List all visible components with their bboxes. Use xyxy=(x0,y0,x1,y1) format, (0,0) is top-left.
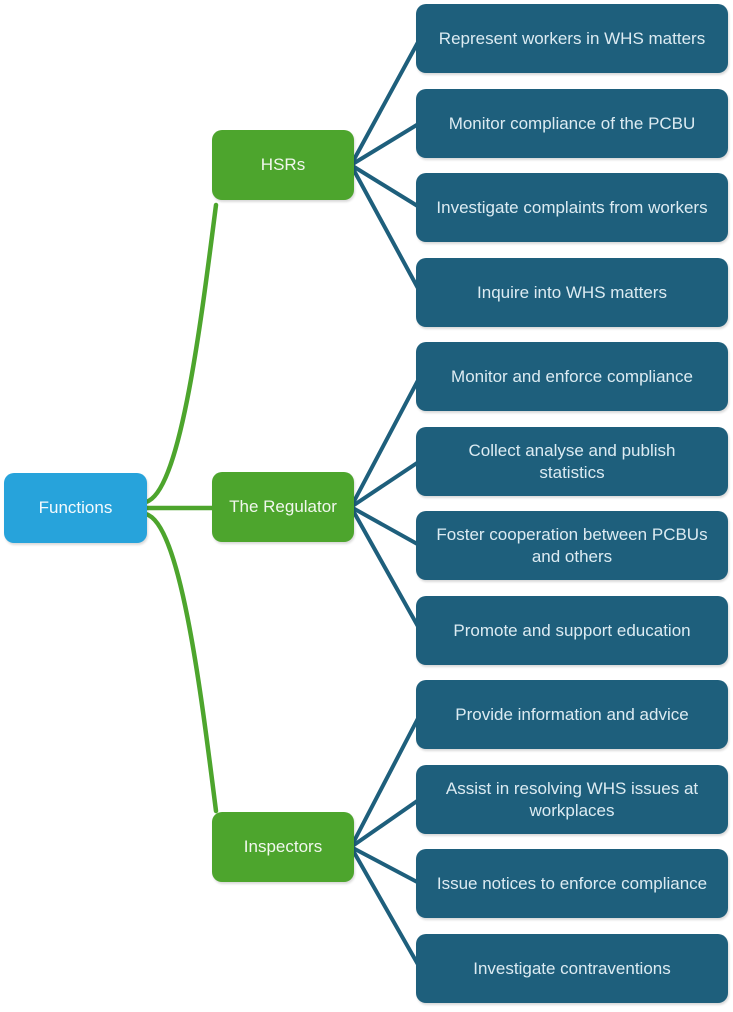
branch-node-inspectors: Inspectors xyxy=(212,812,354,882)
connector-inspectors-leaf-4 xyxy=(349,845,422,970)
branch-node-regulator: The Regulator xyxy=(212,472,354,542)
leaf-node-regulator-1: Monitor and enforce compliance xyxy=(416,342,728,411)
connector-inspectors-leaf-2 xyxy=(349,797,422,849)
leaf-node-hsrs-4: Inquire into WHS matters xyxy=(416,258,728,327)
connector-regulator-leaf-3 xyxy=(349,505,422,548)
leaf-node-inspectors-3: Issue notices to enforce compliance xyxy=(416,849,728,918)
connector-functions-inspectors xyxy=(143,511,219,814)
connector-hsrs-leaf-1 xyxy=(349,36,422,167)
root-node-functions: Functions xyxy=(4,473,147,543)
leaf-node-regulator-3: Foster cooperation between PCBUs and oth… xyxy=(416,511,728,580)
connector-functions-hsrs xyxy=(143,202,219,505)
connector-regulator-leaf-4 xyxy=(349,505,422,632)
leaf-node-inspectors-2: Assist in resolving WHS issues at workpl… xyxy=(416,765,728,834)
connector-hsrs-leaf-3 xyxy=(349,163,422,210)
leaf-node-inspectors-1: Provide information and advice xyxy=(416,680,728,749)
connector-hsrs-leaf-2 xyxy=(349,121,422,167)
branch-node-hsrs: HSRs xyxy=(212,130,354,200)
leaf-node-regulator-2: Collect analyse and publish statistics xyxy=(416,427,728,496)
connector-inspectors-leaf-1 xyxy=(349,712,422,849)
leaf-node-regulator-4: Promote and support education xyxy=(416,596,728,665)
leaf-node-hsrs-1: Represent workers in WHS matters xyxy=(416,4,728,73)
connector-hsrs-leaf-4 xyxy=(349,163,422,294)
leaf-node-hsrs-2: Monitor compliance of the PCBU xyxy=(416,89,728,158)
connector-inspectors-leaf-3 xyxy=(349,845,422,886)
leaf-node-hsrs-3: Investigate complaints from workers xyxy=(416,173,728,242)
connector-regulator-leaf-2 xyxy=(349,459,422,509)
connector-regulator-leaf-1 xyxy=(349,374,422,509)
leaf-node-inspectors-4: Investigate contraventions xyxy=(416,934,728,1003)
